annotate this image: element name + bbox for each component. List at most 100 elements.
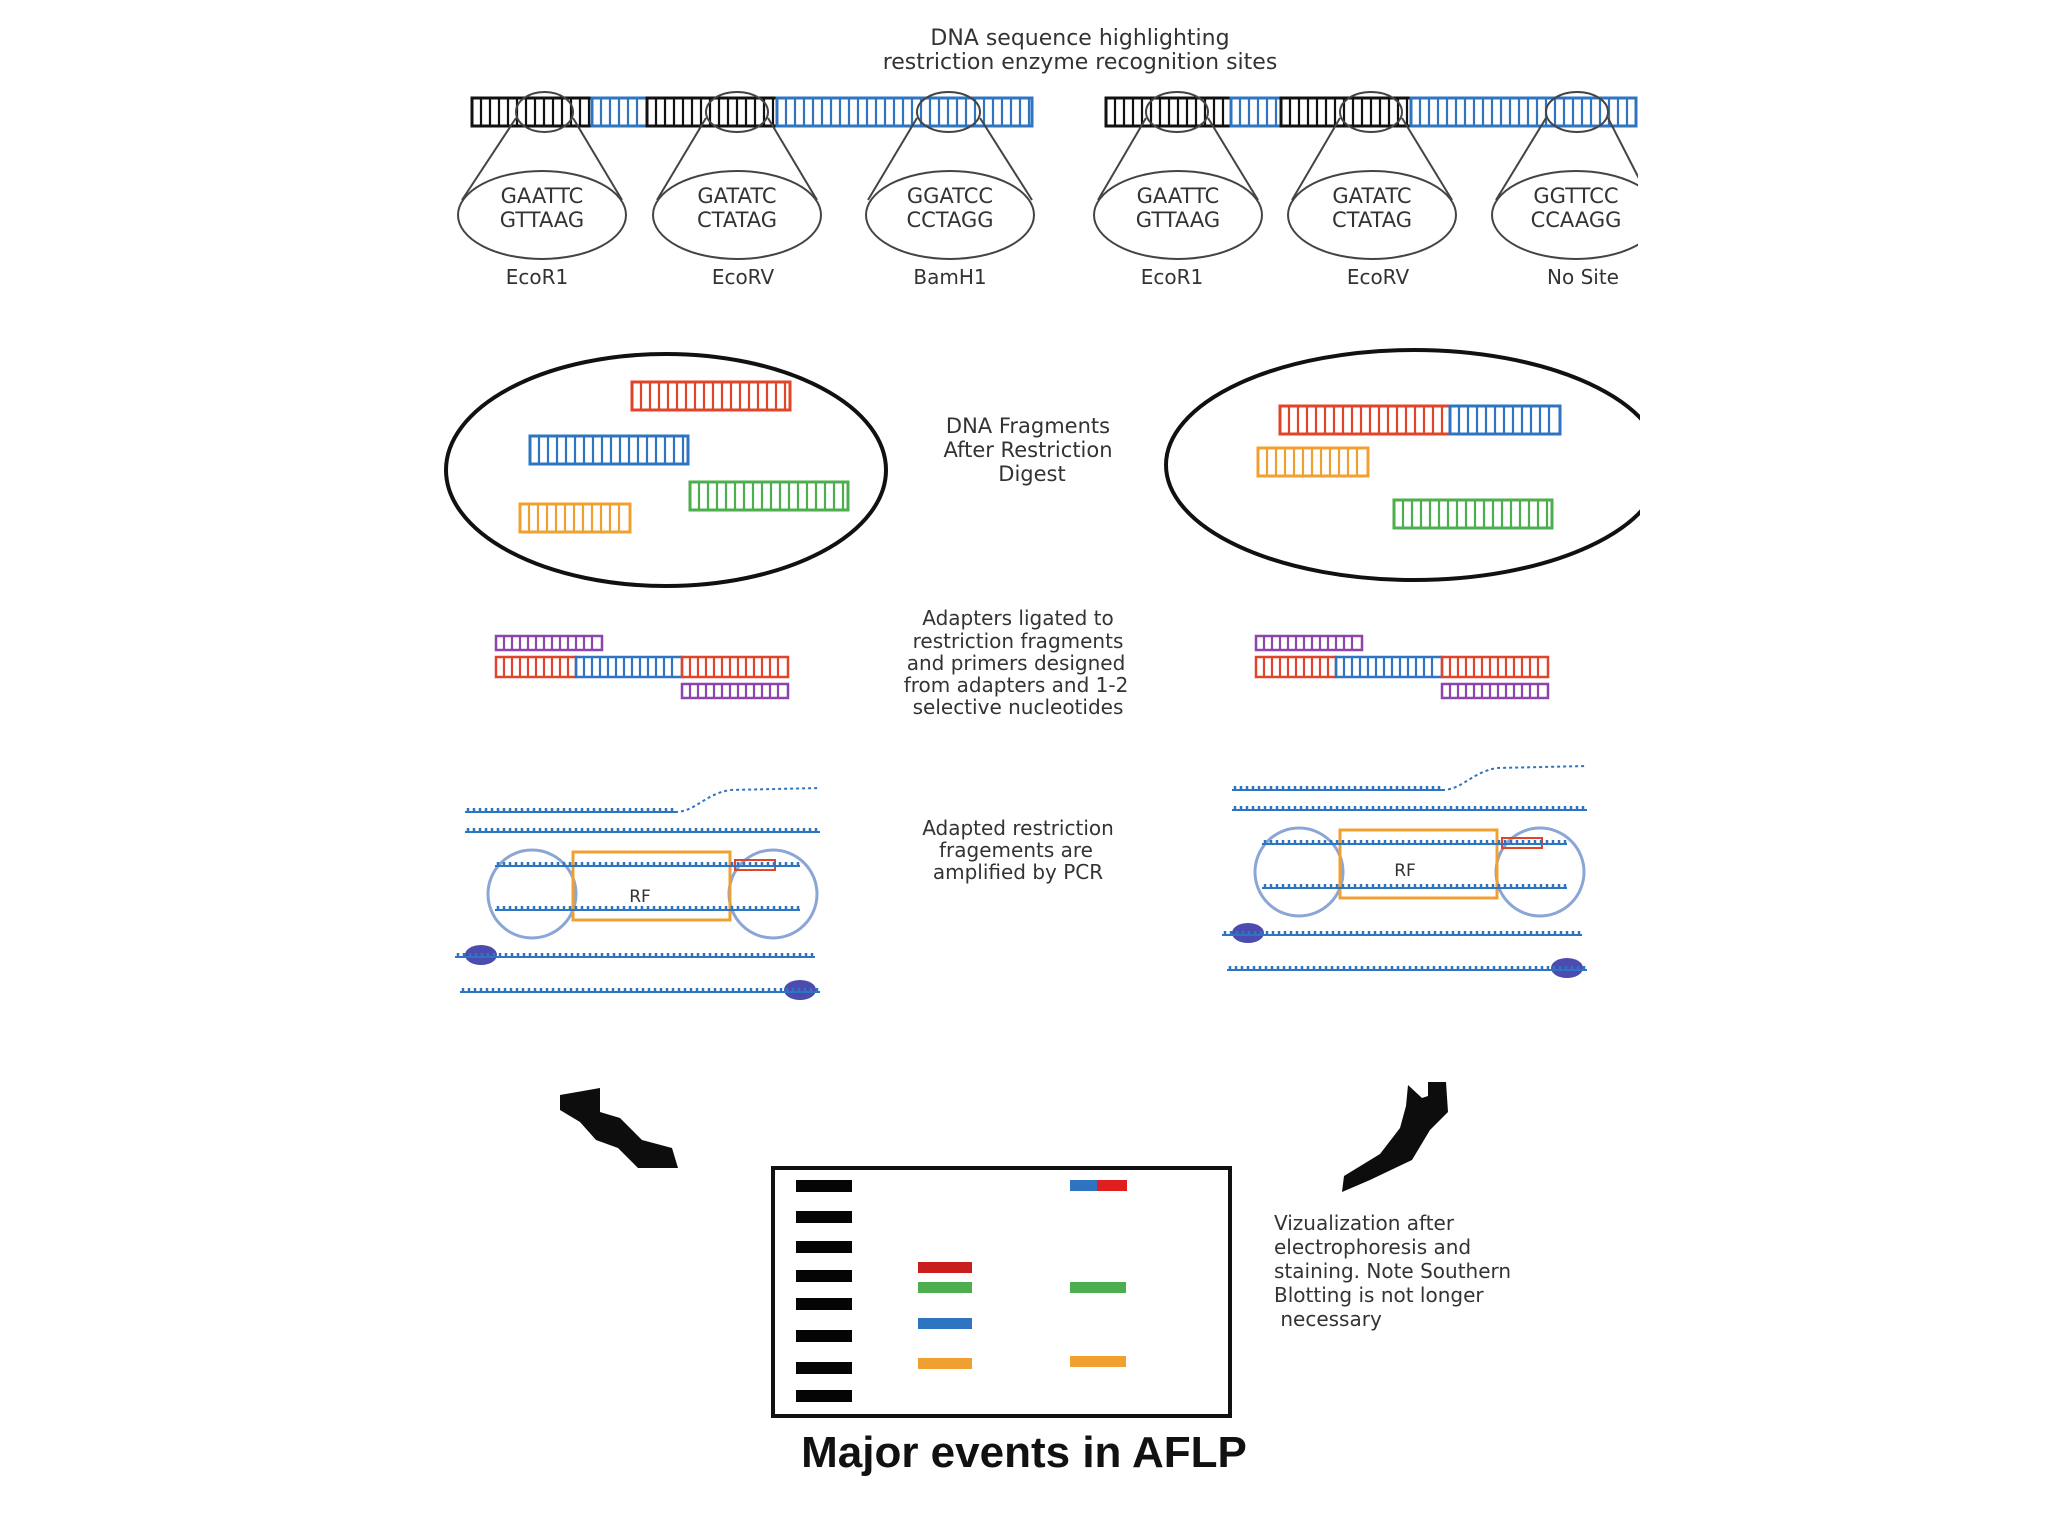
visualization-label: Blotting is not longer	[1274, 1283, 1484, 1307]
rf-strand-bottom	[1262, 884, 1567, 889]
site-seq-bottom: CTATAG	[1332, 208, 1412, 232]
strand-rungs	[639, 382, 787, 410]
gel-band-blue	[918, 1318, 972, 1329]
template-strand	[1232, 806, 1587, 811]
product-strand	[1227, 966, 1587, 971]
adapter-circle	[1253, 826, 1345, 918]
gel-band-green	[918, 1282, 972, 1293]
strand-outline	[775, 96, 1034, 128]
fragment-blue	[1448, 404, 1562, 436]
strand-rungs	[1262, 636, 1354, 650]
dna-segment-black	[645, 96, 779, 128]
dna-segment-blue	[590, 96, 649, 128]
strand-outline	[680, 682, 790, 700]
strand-rungs	[1265, 448, 1359, 476]
adapter-circle	[486, 848, 578, 940]
strand-rungs	[1448, 684, 1540, 698]
recognition-site-zoom	[1093, 91, 1263, 260]
title-line-2: restriction enzyme recognition sites	[883, 50, 1278, 75]
site-circle	[1093, 170, 1263, 260]
site-seq-bottom: CCAAGG	[1531, 208, 1622, 232]
zoom-line	[979, 117, 1033, 201]
strand-ticks	[1233, 786, 1441, 791]
product-strand	[1222, 931, 1582, 936]
strand-ticks	[461, 988, 819, 993]
adapters-label: Adapters ligated to	[922, 606, 1113, 630]
zoom-line	[1495, 117, 1547, 201]
primer-strand	[1232, 786, 1442, 791]
gel-band-orange	[1070, 1356, 1126, 1367]
fragment-blue	[574, 655, 684, 679]
gel-frame	[771, 1166, 1232, 1418]
enzyme-label: EcoR1	[1141, 265, 1204, 289]
site-ring	[1339, 91, 1403, 133]
figure-caption: Major events in AFLP	[801, 1428, 1247, 1477]
strand-ticks	[456, 953, 814, 958]
site-ring	[705, 91, 769, 133]
strand-rungs	[537, 436, 685, 464]
visualization-label: staining. Note Southern	[1274, 1259, 1511, 1283]
dna-segment-black	[1104, 96, 1233, 128]
fragment-red	[680, 655, 790, 679]
zoom-line	[867, 117, 918, 201]
adapter-purple	[494, 634, 604, 652]
rf-strand-top	[1262, 840, 1567, 845]
pcr-label: fragements are	[939, 838, 1093, 862]
gel-band-blue	[1070, 1180, 1097, 1191]
adapters-label: selective nucleotides	[913, 695, 1124, 719]
ladder-band	[796, 1270, 852, 1282]
strand-outline	[1229, 96, 1283, 128]
visualization-label: necessary	[1274, 1307, 1382, 1331]
site-circle	[865, 170, 1035, 260]
rf-strand-bottom	[495, 906, 800, 911]
fragments-label: After Restriction	[943, 438, 1112, 462]
enzyme-label: EcoRV	[712, 265, 775, 289]
zoom-line	[461, 117, 517, 201]
strand-rungs	[1262, 657, 1330, 677]
extending-strand	[674, 787, 821, 813]
zoom-line	[1291, 117, 1341, 201]
ladder-band	[796, 1362, 852, 1374]
strand-ticks	[466, 808, 674, 813]
recognition-site-zoom	[865, 91, 1035, 260]
recognition-site-zoom	[652, 91, 822, 260]
dna-segment-blue	[1409, 96, 1638, 128]
site-seq-top: GAATTC	[501, 184, 584, 208]
fragment-red	[630, 380, 792, 412]
strand-rungs	[1457, 406, 1551, 434]
strand-rungs	[1113, 98, 1225, 126]
enzyme-label: No Site	[1547, 265, 1619, 289]
site-seq-top: GGTTCC	[1533, 184, 1618, 208]
site-circle	[652, 170, 822, 260]
pcr-label: Adapted restriction	[922, 816, 1114, 840]
fragment-red	[1440, 655, 1550, 679]
strand-outline	[1279, 96, 1413, 128]
dna-segment-blue	[775, 96, 1034, 128]
recognition-site-zoom	[1491, 91, 1661, 260]
strand-ticks	[1263, 884, 1567, 889]
strand-ticks	[466, 828, 818, 833]
fragments-label: Digest	[998, 462, 1065, 486]
product-strand	[460, 988, 820, 993]
site-ring	[515, 91, 574, 133]
ladder-band	[796, 1241, 852, 1253]
ladder-band	[796, 1330, 852, 1342]
strand-rungs	[654, 98, 775, 126]
primer-strand	[465, 808, 675, 813]
enzyme-label: EcoRV	[1347, 265, 1410, 289]
site-seq-bottom: GTTAAG	[1136, 208, 1220, 232]
strand-rungs	[1287, 406, 1444, 434]
zoom-line	[1097, 117, 1147, 201]
strand-rungs	[1448, 657, 1540, 677]
site-seq-bottom: CCTAGG	[906, 208, 993, 232]
fragment-red	[1254, 655, 1338, 679]
strand-outline	[1392, 498, 1554, 530]
strand-outline	[1440, 655, 1550, 679]
enzyme-label: EcoR1	[506, 265, 569, 289]
adapter-purple	[680, 682, 790, 700]
visualization-label: Vizualization after	[1274, 1211, 1455, 1235]
gel-band-green	[1070, 1282, 1126, 1293]
edge-mask	[1640, 330, 1760, 610]
fragments-label: DNA Fragments	[946, 414, 1110, 438]
